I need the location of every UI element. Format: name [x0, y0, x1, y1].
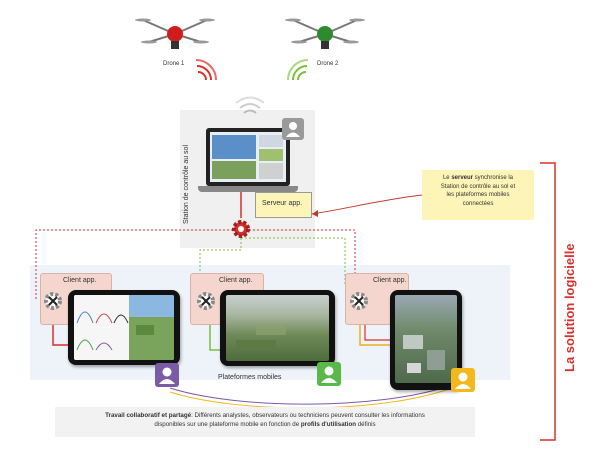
footer-text1: : Différents analystes, observateurs ou …	[191, 412, 425, 419]
client-app-3-label: Client app.	[373, 277, 407, 284]
client-1-gear-icon	[42, 290, 64, 312]
solution-label: La solution logicielle	[562, 243, 577, 372]
grey-user-avatar-icon	[282, 118, 304, 140]
yellow-user-avatar-icon	[451, 368, 475, 392]
server-label: Serveur app.	[262, 200, 303, 207]
client-app-1-label: Client app.	[63, 277, 97, 284]
tablet-2	[220, 290, 335, 366]
footer-bold1: Travail collaboratif et partagé	[105, 412, 192, 419]
note-line4: connectées	[462, 200, 494, 207]
note-bold: serveur	[451, 175, 473, 181]
drone-1	[135, 12, 215, 57]
purple-user-avatar-icon	[155, 363, 179, 387]
drone-2-label: Drone 2	[317, 61, 339, 67]
client-app-2-label: Client app.	[219, 277, 253, 284]
footer-text2: disponibles sur une plateforme mobile en…	[154, 421, 301, 428]
server-note: Le serveur synchronise la Station de con…	[422, 170, 534, 220]
drone-1-icon	[135, 18, 215, 49]
server-gear-icon	[230, 218, 252, 240]
note-line3: les plateformes mobiles	[446, 192, 510, 198]
tablet-3-screen	[395, 295, 457, 383]
tablet-3	[390, 290, 462, 390]
server-box: Serveur app.	[255, 192, 312, 218]
drone-1-label: Drone 1	[163, 61, 185, 67]
drone-2	[285, 12, 365, 57]
tablet-2-screen	[226, 295, 329, 361]
tablet-1-screen	[74, 295, 174, 360]
laptop-icon	[198, 128, 298, 196]
footer-text3: définis	[356, 421, 376, 428]
note-prefix: Le	[442, 175, 452, 181]
ground-station-label: Station de contrôle au sol	[183, 145, 190, 224]
footer-bold2: profils d'utilisation	[300, 421, 357, 428]
footer-box: Travail collaboratif et partagé: Différe…	[55, 407, 475, 437]
client-3-gear-icon	[348, 290, 370, 312]
tablet-1-charts	[74, 295, 174, 360]
platforms-label: Plateformes mobiles	[218, 374, 282, 381]
green-user-avatar-icon	[317, 362, 341, 386]
note-suffix: synchronise la	[473, 175, 514, 181]
note-line2: Station de contrôle au sol et	[440, 183, 516, 190]
drone-2-icon	[285, 18, 365, 49]
client-2-gear-icon	[195, 290, 217, 312]
tablet-1	[68, 290, 180, 365]
